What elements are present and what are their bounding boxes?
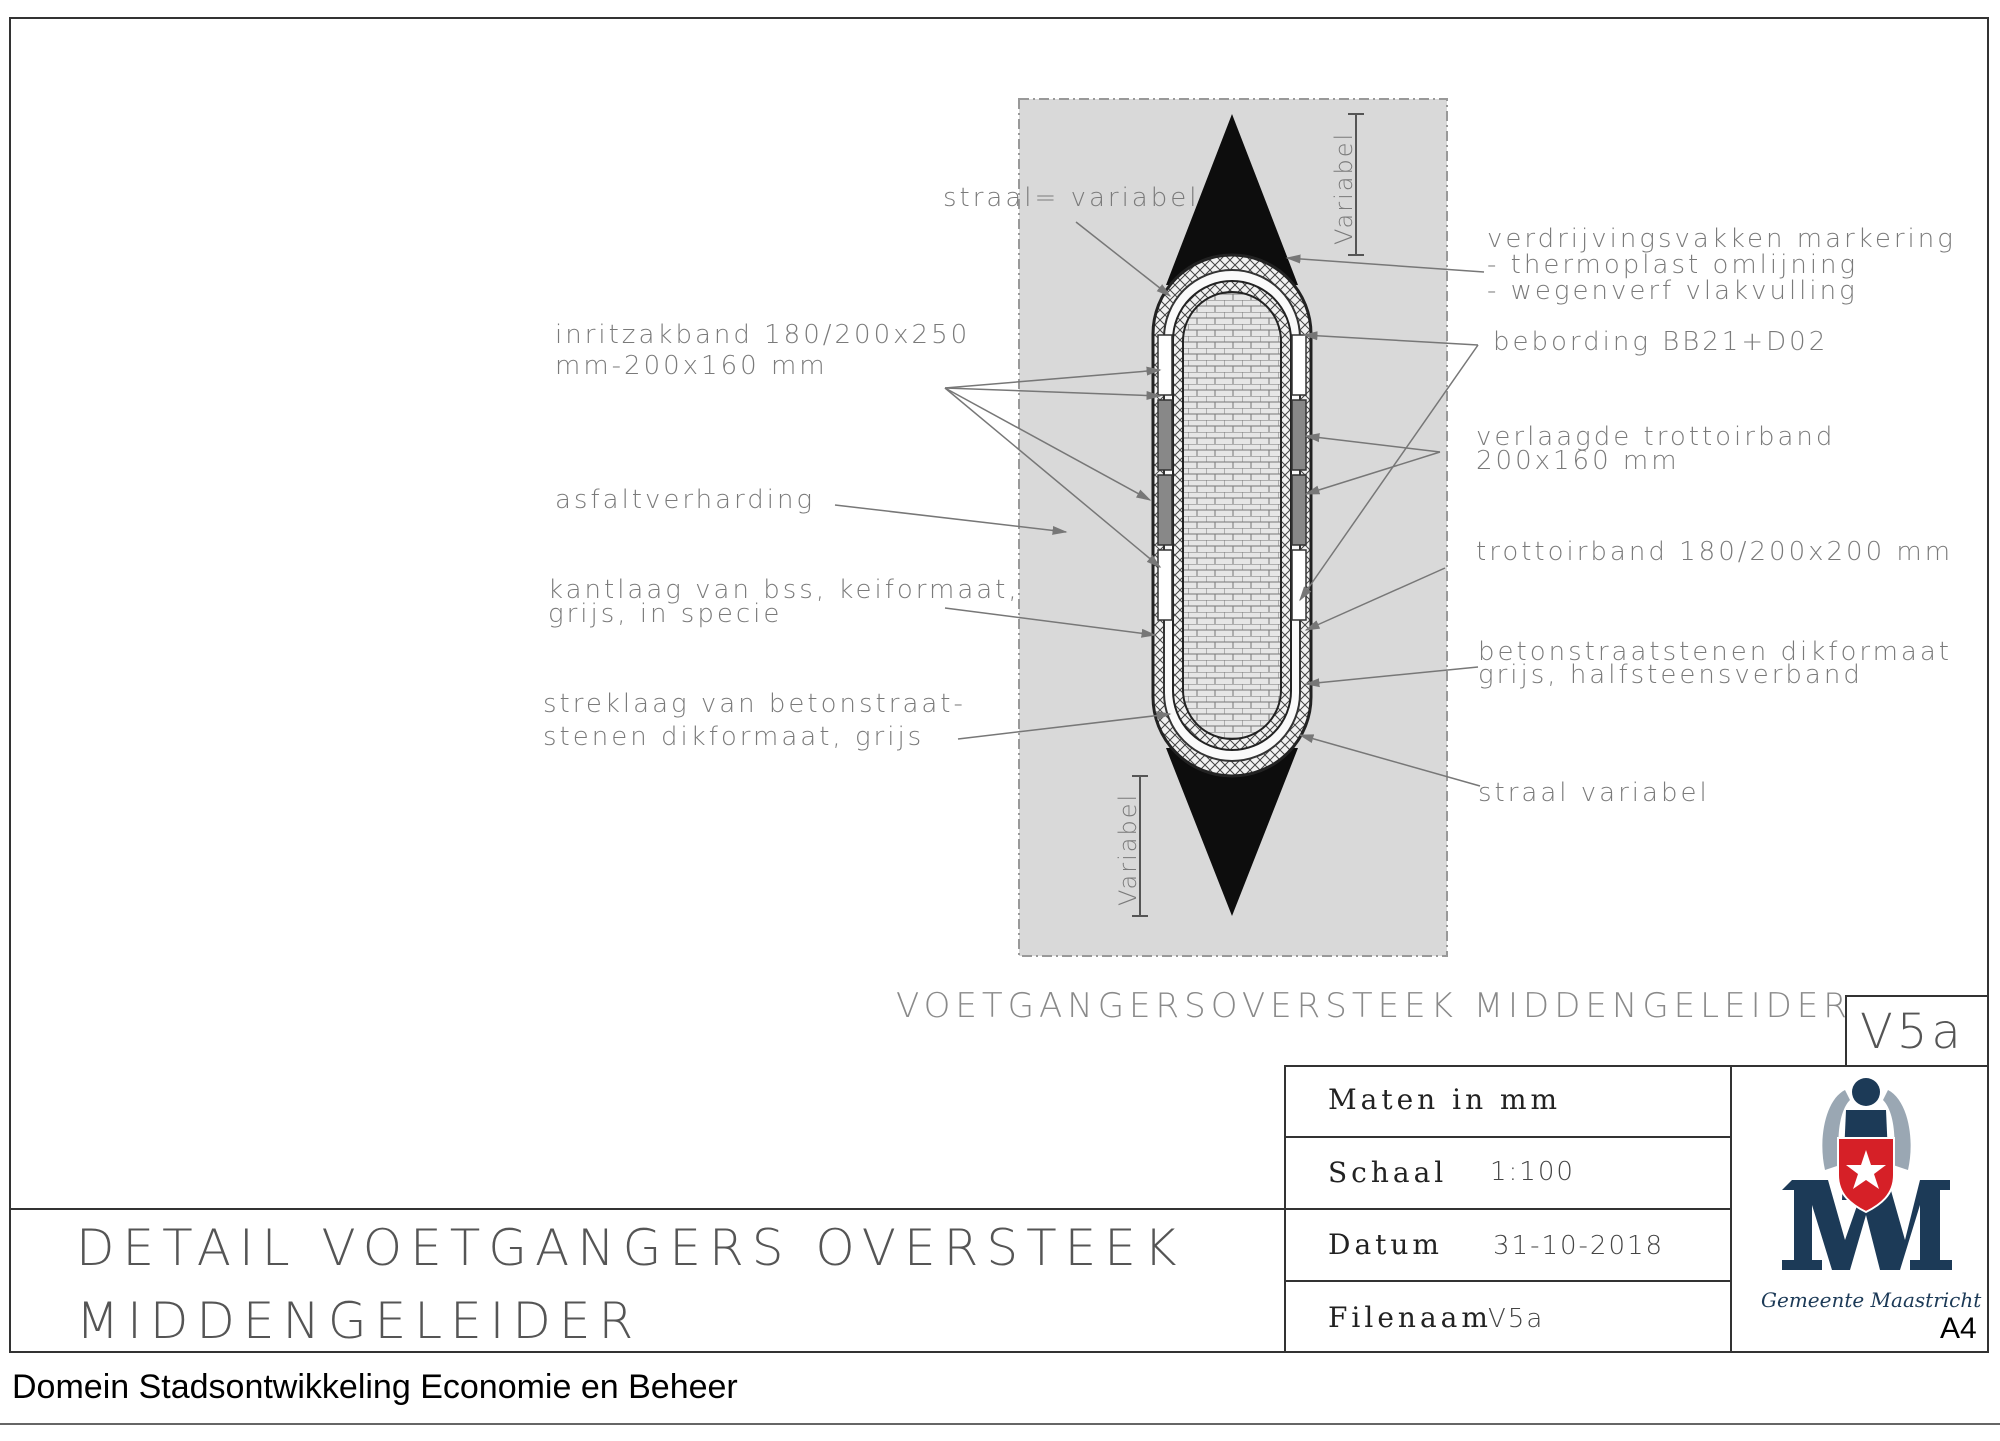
schaal-label: Schaal: [1328, 1156, 1447, 1189]
dimension-label-top: Variabel: [1330, 132, 1358, 245]
label-streklaag-1: streklaag van betonstraat-: [543, 689, 966, 719]
kerb-block-left-4: [1157, 549, 1173, 621]
dimension-label-bottom: Variabel: [1114, 793, 1142, 906]
logo-text: Gemeente Maastricht: [1761, 1288, 1982, 1312]
label-straal-top: straal= variabel: [943, 183, 1199, 213]
kerb-block-right-1: [1291, 334, 1307, 396]
median-island: [1151, 253, 1313, 778]
kerb-block-left-2: [1157, 399, 1173, 471]
label-verdrijving-1: verdrijvingsvakken markering: [1487, 224, 1956, 254]
filenaam-label: Filenaam: [1328, 1301, 1492, 1334]
drawing-title-line1: DETAIL VOETGANGERS OVERSTEEK: [76, 1219, 1185, 1277]
kerb-block-left-3: [1157, 474, 1173, 546]
annotations: straal= variabel verdrijvingsvakken mark…: [543, 183, 1956, 808]
filenaam-value: V5a: [1488, 1304, 1544, 1334]
label-verdrijving-3: - wegenverf vlakvulling: [1487, 276, 1858, 306]
kerb-block-left-1: [1157, 334, 1173, 396]
label-kantlaag-2: grijs, in specie: [548, 599, 782, 629]
label-bebording: bebording BB21+D02: [1493, 327, 1828, 357]
sheet-code: V5a: [1860, 1004, 1965, 1060]
label-verlaagde-2: 200x160 mm: [1476, 446, 1680, 476]
label-kantlaag-1: kantlaag van bss, keiformaat,: [548, 575, 1020, 605]
label-asfalt: asfaltverharding: [555, 485, 815, 515]
label-straal-bottom: straal variabel: [1478, 778, 1710, 808]
maten-label: Maten in mm: [1328, 1083, 1561, 1116]
kerb-block-right-4: [1291, 549, 1307, 621]
sheet-border: [9, 17, 1989, 1353]
label-trottoirband: trottoirband 180/200x200 mm: [1476, 537, 1953, 567]
datum-label: Datum: [1328, 1228, 1443, 1261]
label-inritzakband-2: mm-200x160 mm: [555, 351, 828, 381]
label-inritzakband-1: inritzakband 180/200x250: [555, 320, 970, 350]
label-streklaag-2: stenen dikformaat, grijs: [543, 722, 924, 752]
star-icon: [1846, 1150, 1886, 1189]
schaal-value: 1:100: [1490, 1157, 1575, 1187]
label-verdrijving-2: - thermoplast omlijning: [1487, 250, 1858, 280]
top-marking-triangle: [1166, 114, 1298, 285]
leader-lines: [834, 221, 1485, 787]
dimension-top: Variabel: [1330, 113, 1364, 256]
dimension-bottom: Variabel: [1114, 775, 1148, 917]
label-verlaagde-1: verlaagde trottoirband: [1476, 422, 1835, 452]
bottom-marking-triangle: [1166, 748, 1298, 916]
title-block: [10, 995, 1989, 1353]
island-paving: [1182, 291, 1282, 740]
kerb-block-right-3: [1291, 474, 1307, 546]
gemeente-maastricht-logo: Gemeente Maastricht: [1761, 1078, 1982, 1312]
kerb-block-right-2: [1291, 399, 1307, 471]
datum-value: 31-10-2018: [1493, 1231, 1664, 1261]
label-betonstraatstenen-2: grijs, halfsteensverband: [1478, 660, 1863, 690]
department-name: Domein Stadsontwikkeling Economie en Beh…: [12, 1368, 738, 1406]
paper-size: A4: [1940, 1312, 1977, 1345]
label-betonstraatstenen-1: betonstraatstenen dikformaat: [1478, 637, 1952, 667]
view-title: VOETGANGERSOVERSTEEK MIDDENGELEIDER: [896, 986, 1852, 1026]
drawing-title-line2: MIDDENGELEIDER: [76, 1292, 641, 1350]
